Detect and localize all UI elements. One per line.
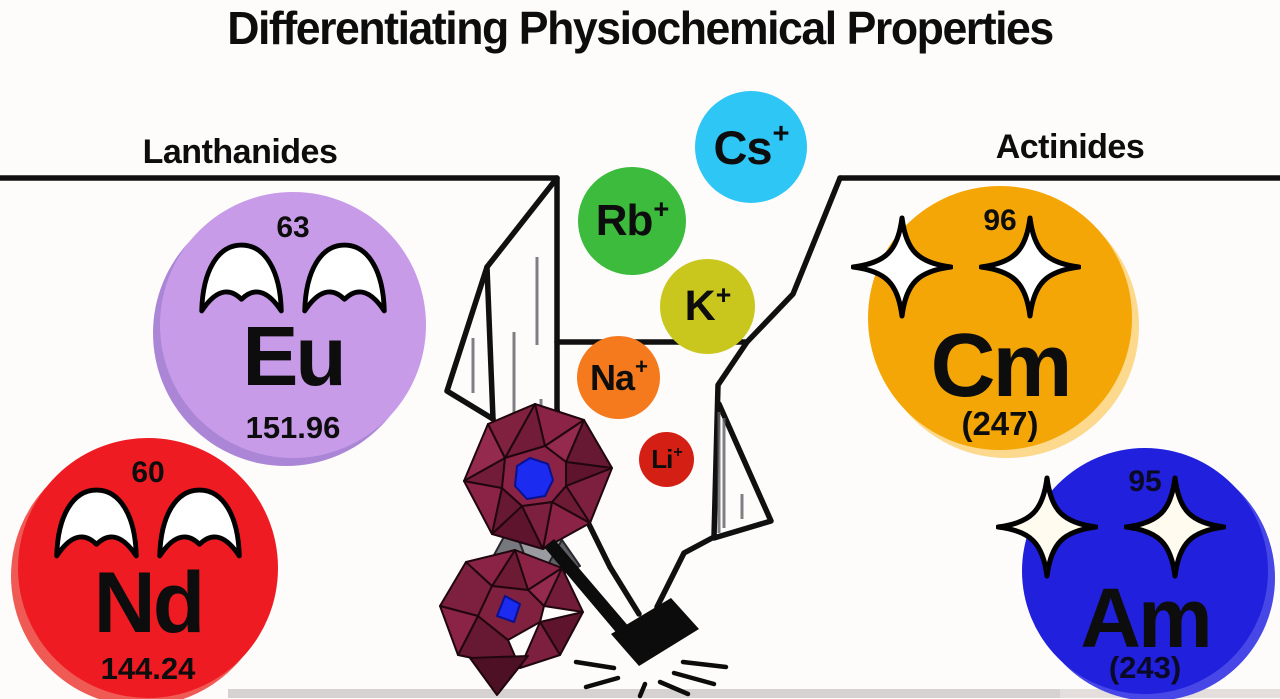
element-tile-cm: 96 Cm (247) bbox=[851, 186, 1132, 450]
cation-na: Na+ bbox=[577, 336, 660, 419]
cation-symbol: Na bbox=[589, 356, 635, 398]
four-point-star-icon bbox=[979, 215, 1081, 319]
crescent-arch-icons bbox=[160, 237, 426, 319]
four-point-star-icons bbox=[834, 215, 1098, 319]
crescent-arch-icon bbox=[302, 242, 387, 314]
atomic-number-cm: 96 bbox=[983, 204, 1017, 238]
hammer-icon bbox=[544, 539, 699, 666]
cation-li: Li+ bbox=[639, 432, 694, 487]
atomic-number-am: 95 bbox=[1128, 465, 1162, 499]
cation-symbol: K bbox=[684, 282, 716, 330]
atomic-mass-cm: (247) bbox=[961, 405, 1039, 443]
atomic-number-nd: 60 bbox=[131, 456, 165, 490]
lanthanides-label: Lanthanides bbox=[142, 133, 338, 171]
cation-cs: Cs+ bbox=[695, 91, 807, 203]
element-symbol-eu: Eu bbox=[242, 309, 346, 404]
cation-rb: Rb+ bbox=[578, 167, 686, 275]
four-point-star-icon bbox=[996, 475, 1098, 579]
four-point-star-icon bbox=[1124, 475, 1226, 579]
element-tile-nd: 60 Nd 144.24 bbox=[18, 438, 278, 698]
cation-k: K+ bbox=[660, 259, 755, 354]
polyoxometalate-cluster-upper bbox=[463, 403, 613, 550]
actinides-label: Actinides bbox=[995, 128, 1145, 166]
polyoxometalate-cluster-lower bbox=[439, 549, 584, 696]
cation-symbol: Cs bbox=[713, 120, 772, 174]
page-title: Differentiating Physiochemical Propertie… bbox=[227, 2, 1054, 54]
element-tile-eu: 63 Eu 151.96 bbox=[160, 192, 426, 458]
cation-symbol: Li bbox=[651, 444, 673, 474]
element-symbol-am: Am bbox=[1080, 570, 1212, 665]
crescent-arch-icon bbox=[54, 487, 139, 559]
four-point-star-icon bbox=[851, 215, 953, 319]
ground-line bbox=[228, 689, 1280, 698]
four-point-star-icons bbox=[988, 475, 1234, 579]
atomic-mass-nd: 144.24 bbox=[100, 651, 196, 687]
funnel-hatch-lines bbox=[471, 257, 744, 533]
crescent-arch-icons bbox=[18, 482, 278, 564]
atomic-number-eu: 63 bbox=[276, 210, 310, 244]
cation-symbol: Rb bbox=[595, 196, 654, 245]
element-symbol-cm: Cm bbox=[930, 315, 1072, 416]
crescent-arch-icon bbox=[157, 487, 242, 559]
element-symbol-nd: Nd bbox=[93, 555, 206, 652]
crescent-arch-icon bbox=[199, 242, 284, 314]
atomic-mass-eu: 151.96 bbox=[245, 410, 341, 446]
encapsulated-ion-upper bbox=[514, 457, 554, 500]
impact-crack-lines bbox=[573, 659, 729, 699]
encapsulated-ion-lower bbox=[496, 595, 521, 623]
element-tile-am: 95 Am (243) bbox=[996, 448, 1268, 694]
atomic-mass-am: (243) bbox=[1108, 649, 1182, 685]
